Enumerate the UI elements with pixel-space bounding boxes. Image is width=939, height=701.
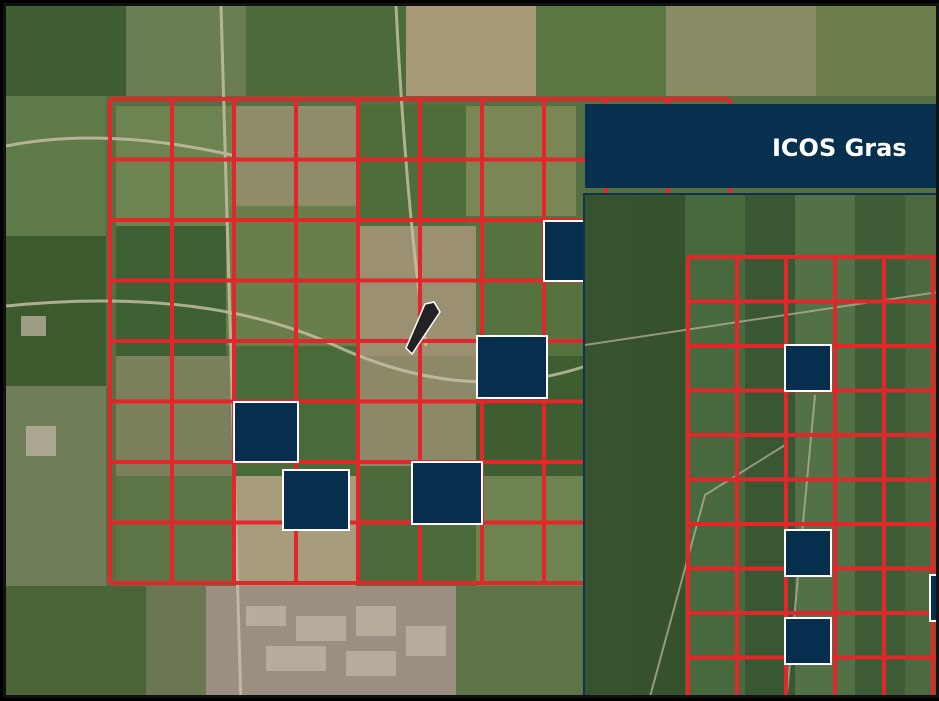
site-title-banner: ICOS Gras <box>585 104 936 188</box>
tower-icon <box>405 301 441 356</box>
sample-plot <box>784 344 832 392</box>
inset-aerial-map <box>583 193 936 695</box>
inset-map-svg <box>585 195 936 695</box>
tower-marker <box>405 301 441 356</box>
sample-plot <box>233 401 299 463</box>
inset-sample-plots <box>784 344 936 665</box>
site-title: ICOS Gras <box>772 134 907 162</box>
sample-plot <box>784 617 832 665</box>
field-patches <box>6 6 936 695</box>
sample-plot <box>282 469 350 531</box>
sample-plot <box>411 461 483 525</box>
main-aerial-frame: ICOS Gras <box>3 3 939 698</box>
sample-plot <box>929 574 936 622</box>
town-area <box>21 316 446 676</box>
sample-plot <box>784 529 832 577</box>
sample-plot <box>476 335 548 399</box>
